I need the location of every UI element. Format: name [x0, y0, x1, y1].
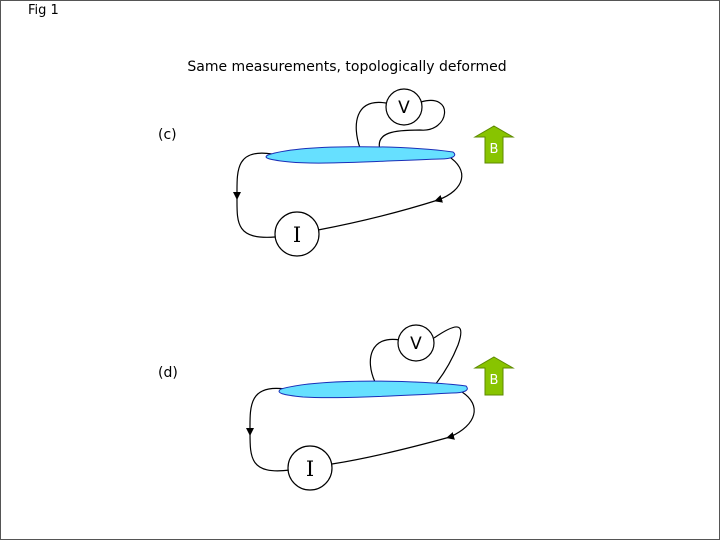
voltmeter: V — [397, 324, 435, 362]
current-wire-top — [236, 152, 273, 197]
voltmeter-wire-right — [378, 99, 446, 151]
field-arrow-label: B — [490, 142, 499, 157]
current-wire-top — [249, 387, 286, 433]
sample-bar — [278, 380, 468, 399]
panel-c: V I B — [233, 88, 515, 257]
panel-c-label: (c) — [158, 127, 177, 143]
voltmeter-wire-right — [427, 326, 462, 394]
voltmeter: V — [385, 88, 423, 126]
current-wire-bottom — [317, 194, 444, 231]
voltmeter-wire-left — [369, 338, 401, 383]
current-source: I — [274, 211, 320, 257]
field-arrow: B — [473, 125, 515, 164]
current-wire-bottom — [331, 432, 455, 465]
current-wire-left — [245, 427, 291, 472]
sample-bar — [265, 146, 456, 164]
current-wire-left — [233, 191, 276, 238]
voltmeter-wire-left — [355, 101, 387, 149]
voltmeter-label: V — [410, 334, 422, 354]
panel-d-label: (d) — [158, 365, 178, 381]
figure-title: Same measurements, topologically deforme… — [187, 59, 507, 75]
panel-d: V I B — [245, 324, 515, 491]
current-wire-right — [449, 391, 475, 438]
current-source-label: I — [293, 223, 301, 247]
figure-label: Fig 1 — [28, 3, 59, 18]
field-arrow-label: B — [490, 373, 499, 388]
voltmeter-label: V — [398, 98, 410, 118]
current-wire-right — [437, 155, 463, 201]
current-source-label: I — [306, 457, 314, 481]
current-source: I — [287, 445, 333, 491]
field-arrow: B — [473, 356, 515, 396]
